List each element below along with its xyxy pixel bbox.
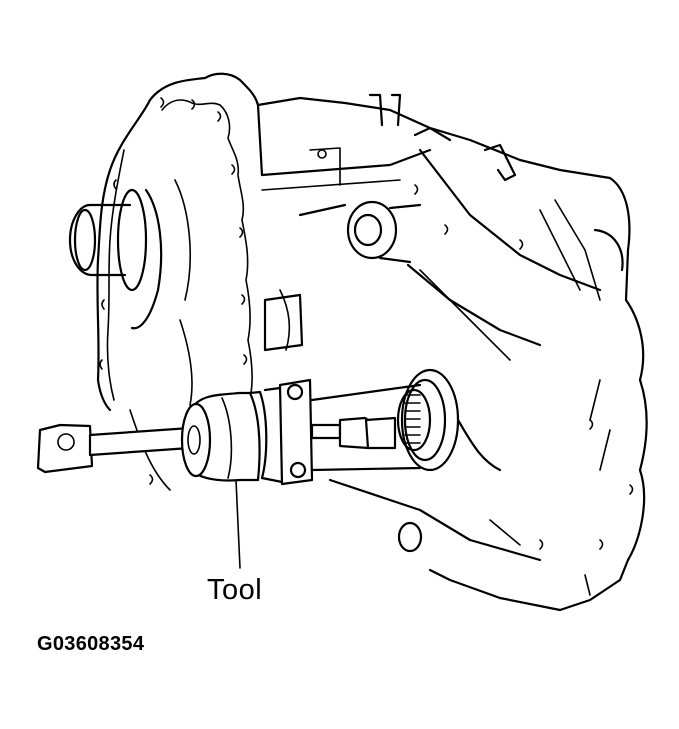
clamp-bolt-top <box>286 383 304 401</box>
front-output-shaft <box>68 179 191 330</box>
tool-handle-block <box>36 423 94 474</box>
housing-top-detail <box>256 93 517 191</box>
tool-callout-label: Tool <box>207 574 263 606</box>
rear-output-bearing <box>396 368 502 472</box>
tool-screw-shaft <box>88 426 192 457</box>
housing-lower-left <box>129 289 304 491</box>
transfer-case-housing <box>96 72 648 612</box>
tool-callout-leader <box>235 479 241 569</box>
tool-clamp-plate <box>278 378 314 486</box>
clamp-bolt-bottom <box>289 461 307 479</box>
puller-tool <box>36 378 422 486</box>
mounting-boss <box>298 184 449 264</box>
figure-code: G03608354 <box>37 633 145 655</box>
housing-lower-right <box>328 478 591 596</box>
rear-case-ribs <box>406 148 634 550</box>
